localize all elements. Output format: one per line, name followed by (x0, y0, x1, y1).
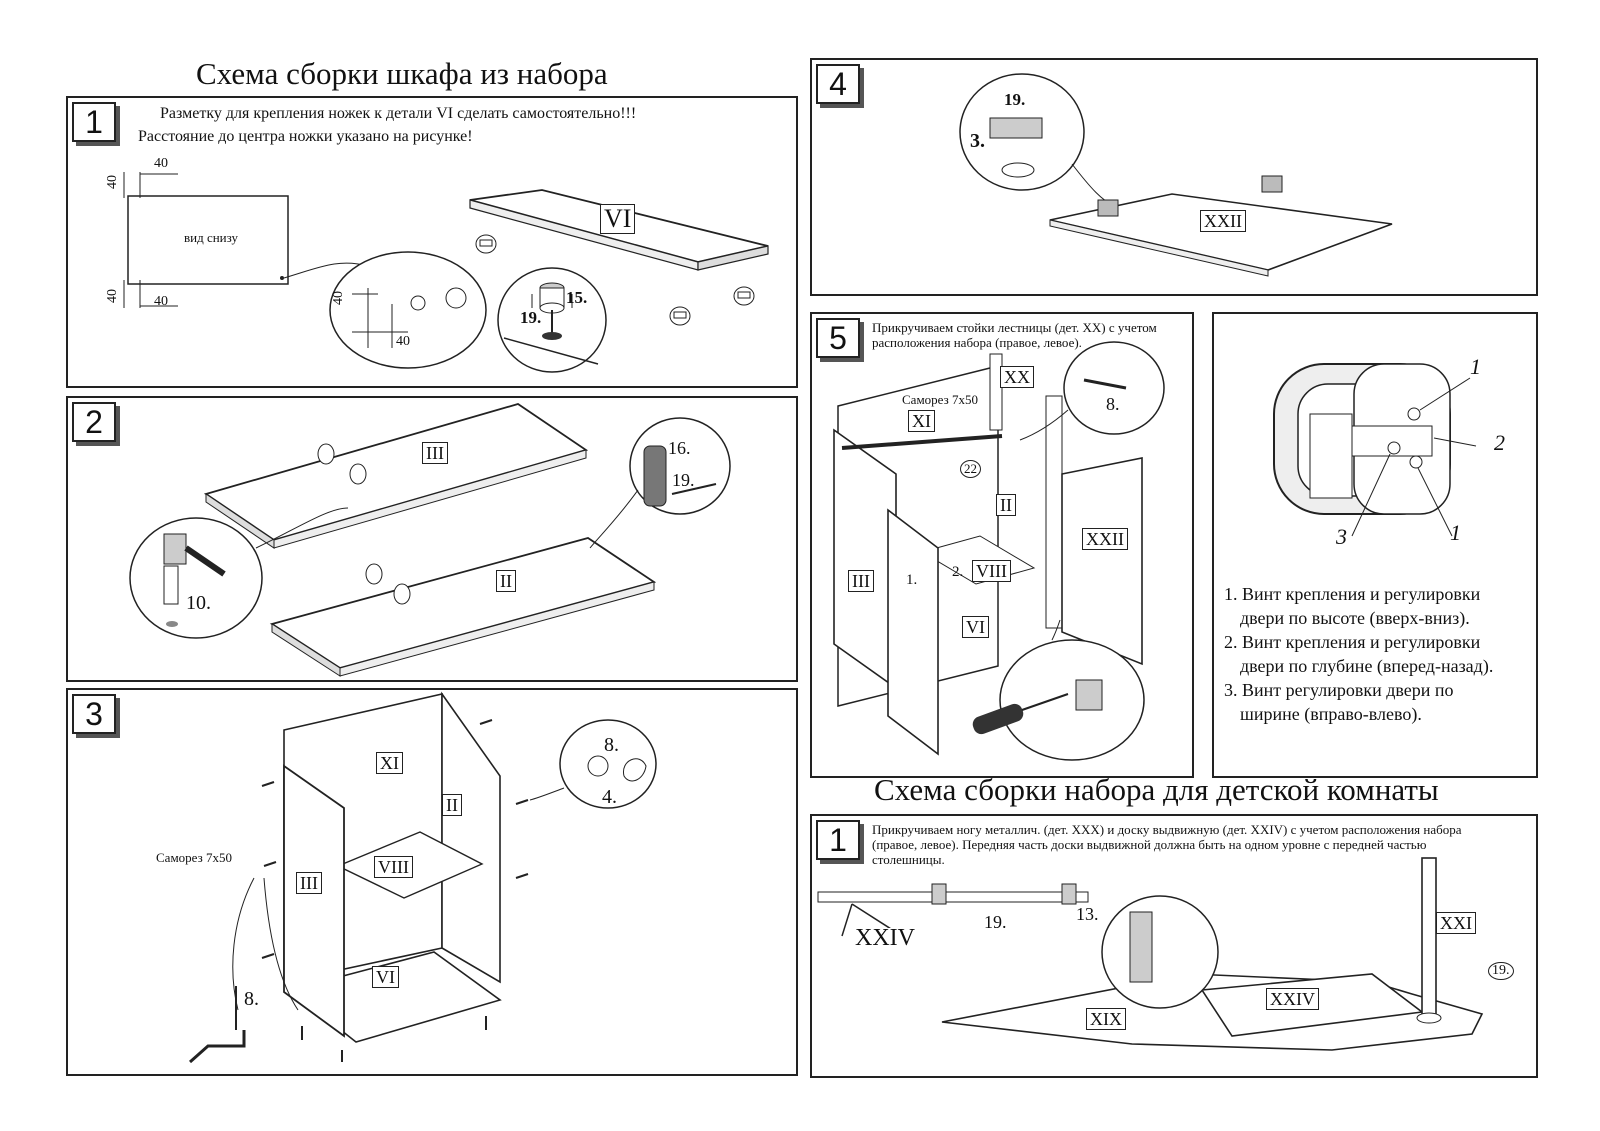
kids-step1-callout-19-circle: 19. (1488, 962, 1514, 980)
hinge-legend: 1. Винт крепления и регулировки двери по… (1224, 582, 1493, 726)
hinge-marker-3: 3 (1336, 524, 1347, 549)
hinge-drawing (1273, 363, 1477, 537)
step3-screw-label: Саморез 7х50 (156, 850, 232, 865)
cabinet-title: Схема сборки шкафа из набора (196, 56, 608, 91)
step5-part-xi: XI (908, 410, 935, 432)
step5-part-vi: VI (962, 616, 989, 638)
step3-callout-8-top: 8. (604, 734, 619, 756)
step5-part-xx: XX (1000, 366, 1034, 388)
step1-dim-bot-h: 40 (154, 294, 168, 309)
step5-part-viii: VIII (972, 560, 1011, 582)
step5-callout-22: 22 (960, 460, 981, 478)
step4-drawing (959, 73, 1393, 277)
step3-callout-4: 4. (602, 786, 617, 808)
step1-note-line1: Разметку для крепления ножек к детали VI… (160, 105, 637, 122)
hinge-panel: 1 2 3 1 1. Винт крепления и регулировки … (1212, 312, 1538, 778)
step3-drawing (189, 691, 657, 1064)
step5-part-xxii: XXII (1082, 528, 1128, 550)
step2-panel: 2 III II 10. 16. 19. (66, 396, 798, 682)
step2-callout-10: 10. (186, 592, 211, 614)
step5-part-iii: III (848, 570, 874, 592)
step5-callout-1: 1. (906, 572, 918, 588)
step2-drawing (129, 403, 731, 677)
step5-part-ii: II (996, 494, 1016, 516)
hinge-legend-line: 2. Винт крепления и регулировки (1224, 632, 1481, 652)
step1-number: 1 (72, 102, 116, 142)
step1-drawing (123, 172, 769, 373)
kids-step1-note: Прикручиваем ногу металлич. (дет. XXX) и… (872, 822, 1462, 867)
hinge-marker-2: 2 (1494, 430, 1505, 455)
step2-part-iii: III (422, 442, 448, 464)
step2-callout-19: 19. (672, 470, 695, 490)
step5-drawing (833, 341, 1165, 761)
step5-callout-2: 2. (952, 564, 964, 580)
step1-view-label: вид снизу (184, 230, 239, 245)
step5-callout-8: 8. (1106, 394, 1120, 414)
step1-callout-15: 15. (566, 288, 588, 307)
kids-step1-part-xxiv: XXIV (1266, 988, 1319, 1010)
step3-number: 3 (72, 694, 116, 734)
kids-step1-panel: 1 Прикручиваем ногу металлич. (дет. XXX)… (810, 814, 1538, 1078)
step1-callout-19: 19. (520, 308, 542, 327)
hinge-legend-line: 3. Винт регулировки двери по (1224, 680, 1454, 700)
step3-part-vi: VI (372, 966, 399, 988)
hinge-legend-line: 1. Винт крепления и регулировки (1224, 584, 1481, 604)
kids-step1-callout-19: 19. (984, 912, 1007, 932)
step5-note: Прикручиваем стойки лестницы (дет. XX) с… (872, 320, 1157, 350)
step3-part-iii: III (296, 872, 322, 894)
step1-zoom-dim-h: 40 (396, 334, 410, 349)
step3-part-xi: XI (376, 752, 403, 774)
step4-callout-3: 3. (970, 130, 985, 152)
kids-step1-number: 1 (816, 820, 860, 860)
step1-part-vi: VI (600, 204, 636, 234)
kids-step1-part-xix: XIX (1086, 1008, 1126, 1030)
kids-step1-drawing (817, 857, 1484, 1051)
step2-part-ii: II (496, 570, 516, 592)
hinge-legend-line: ширине (вправо-влево). (1240, 704, 1422, 724)
step1-panel: 1 Разметку для крепления ножек к детали … (66, 96, 798, 388)
step4-callout-19: 19. (1004, 90, 1026, 109)
hinge-legend-line: двери по высоте (вверх-вниз). (1240, 608, 1470, 628)
step4-number: 4 (816, 64, 860, 104)
step3-panel: 3 XI II III VIII VI Саморез 7х50 (66, 688, 798, 1076)
step1-note-line2: Расстояние до центра ножки указано на ри… (138, 128, 473, 145)
step4-panel: 4 19. 3. XXII (810, 58, 1538, 296)
hinge-legend-line: двери по глубине (вперед-назад). (1240, 656, 1494, 676)
step3-part-ii: II (442, 794, 462, 816)
step5-panel: 5 Прикручиваем стойки лестницы (дет. XX)… (810, 312, 1194, 778)
step2-callout-16: 16. (668, 438, 691, 458)
step4-part-xxii: XXII (1200, 210, 1246, 232)
step3-callout-8-bottom: 8. (244, 988, 259, 1010)
step2-number: 2 (72, 402, 116, 442)
kids-step1-callout-13: 13. (1076, 904, 1099, 924)
step1-dim-bot-v: 40 (105, 289, 120, 303)
step5-screw-label: Саморез 7х50 (902, 392, 978, 407)
kids-step1-part-xxi: XXI (1436, 912, 1476, 934)
hinge-marker-1-top: 1 (1470, 354, 1481, 379)
step1-dim-top-v: 40 (105, 175, 120, 189)
hinge-marker-1-bottom: 1 (1450, 520, 1461, 545)
step3-part-viii: VIII (374, 856, 413, 878)
kids-step1-part-xxiv-big: XXIV (852, 926, 918, 950)
step1-dim-top-h: 40 (154, 156, 168, 171)
step5-number: 5 (816, 318, 860, 358)
step1-zoom-dim-v: 40 (331, 291, 346, 305)
